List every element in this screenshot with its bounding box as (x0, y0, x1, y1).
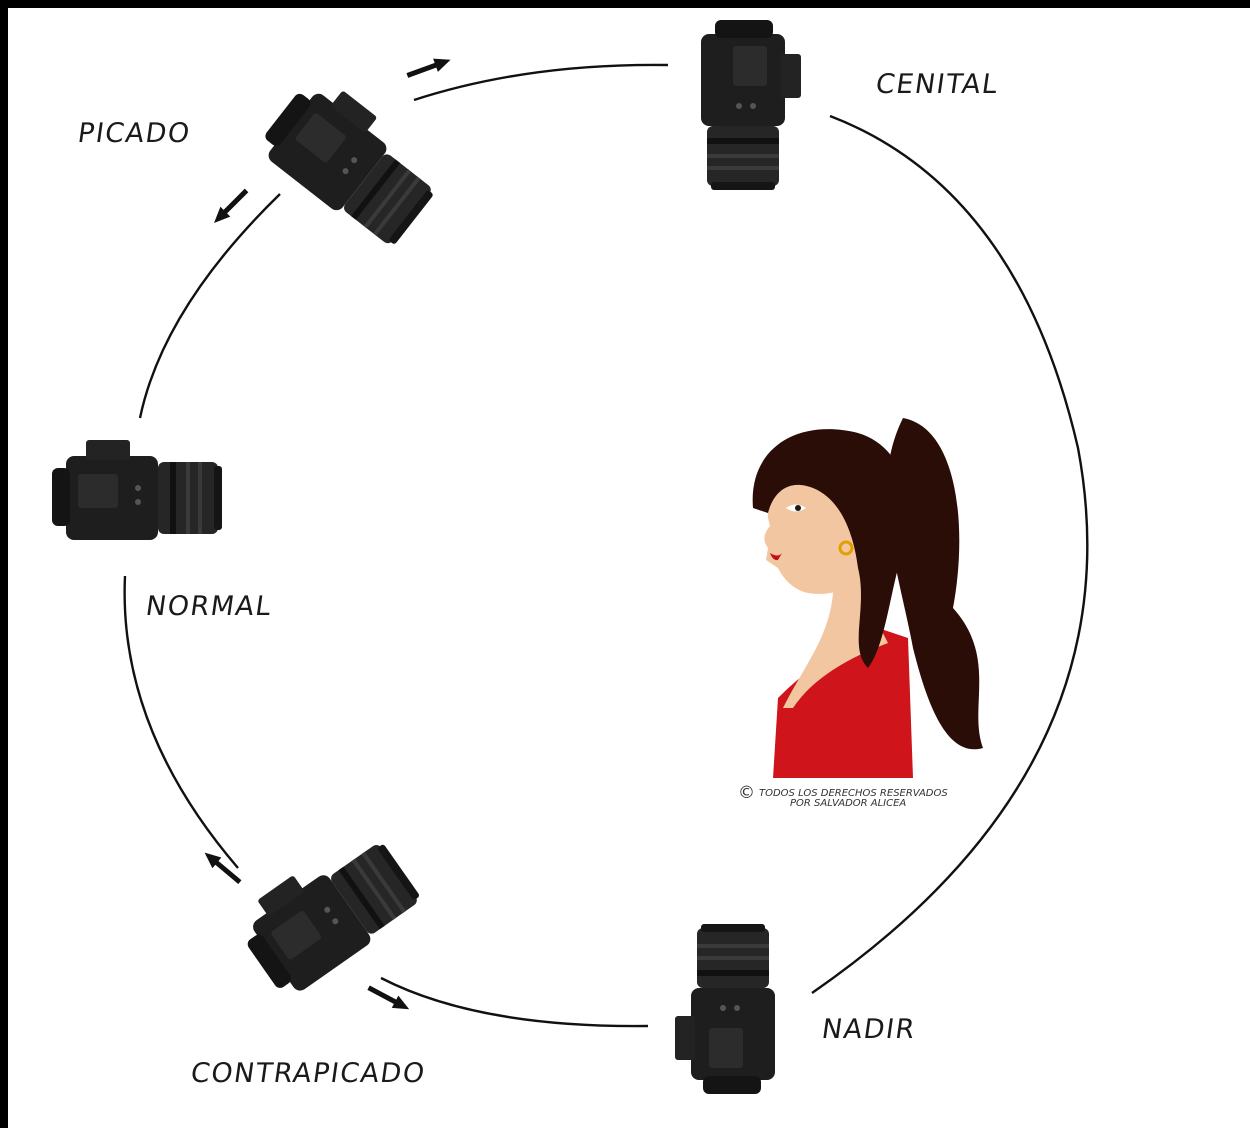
camera-icon (229, 822, 426, 1002)
arrow-icon (209, 185, 251, 227)
woman-profile-illustration (752, 418, 983, 778)
copyright-line-2: POR SALVADOR ALICEA (790, 798, 907, 809)
diagram-svg (52, 20, 1089, 1094)
camera-icon (675, 924, 775, 1094)
copyright-icon: © (738, 783, 755, 803)
copyright-notice: © TODOS LOS DERECHOS RESERVADOS POR SALVA… (738, 785, 948, 809)
camera-icon (701, 20, 801, 190)
label-cenital: CENITAL (873, 69, 1001, 100)
label-normal: NORMAL (143, 591, 275, 622)
label-picado: PICADO (75, 118, 193, 149)
copyright-line-1: TODOS LOS DERECHOS RESERVADOS (759, 788, 948, 799)
camera-icon (52, 440, 222, 540)
arrow-icon (365, 981, 412, 1015)
orbit-circle (123, 63, 1089, 1028)
diagram-canvas: PICADO CENITAL NORMAL CONTRAPICADO NADIR… (8, 8, 1250, 1128)
label-contrapicado: CONTRAPICADO (188, 1058, 428, 1089)
arrow-icon (405, 53, 453, 82)
label-nadir: NADIR (819, 1014, 918, 1045)
